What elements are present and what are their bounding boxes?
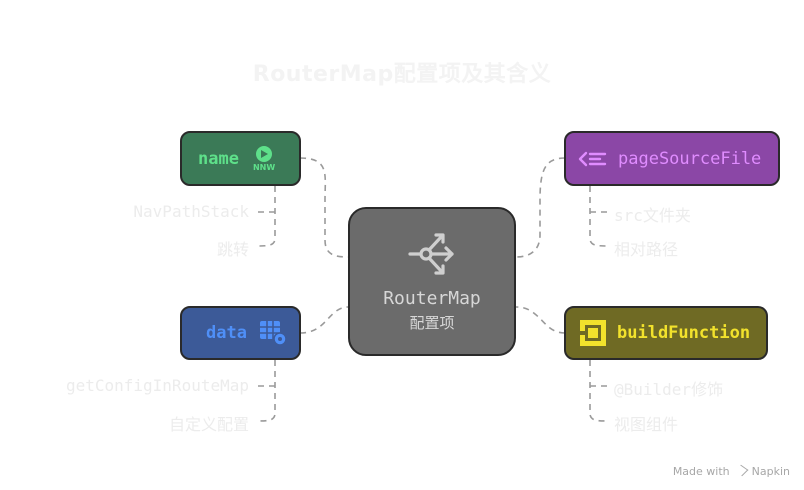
connector-build [515,306,566,334]
buildfunction-node-label: buildFunction [617,323,751,343]
name-node-label: name [198,148,239,169]
center-node: RouterMap 配置项 [348,207,516,356]
data-node: data [180,306,301,360]
code-arrow-icon [578,150,608,168]
nnw-badge-icon: NNW [253,145,275,172]
pagesourcefile-item-1: src文件夹 [614,206,691,225]
buildfunction-item-2: 视图组件 [614,415,679,434]
napkin-logo-icon [734,464,749,477]
name-item-1: NavPathStack [133,202,249,221]
share-routing-icon [406,230,458,282]
pagesourcefile-item-2: 相对路径 [614,240,679,259]
nnw-badge-text: NNW [252,163,276,172]
data-item-1: getConfigInRouteMap [65,376,249,395]
branch-data-2 [257,360,276,422]
connector-data [299,306,349,334]
pagesourcefile-node: pageSourceFile [564,131,780,186]
table-settings-icon [259,320,287,346]
pagesourcefile-node-label: pageSourceFile [618,148,762,169]
branch-build-2 [589,360,608,422]
branch-page-2 [589,186,608,247]
data-item-2: 自定义配置 [168,415,249,434]
data-node-label: data [206,323,247,343]
napkin-watermark: Made with Napkin [672,464,790,478]
center-subtitle: 配置项 [409,314,455,332]
branch-name-2 [257,186,276,247]
builder-square-icon [579,319,607,347]
napkin-brand-text: Napkin [751,465,790,478]
buildfunction-item-1: @Builder修饰 [614,380,724,399]
diagram-title: RouterMap配置项及其含义 [252,62,552,87]
connector-pagesource [515,157,566,258]
connector-name [299,157,349,258]
center-title: RouterMap [383,288,481,309]
name-item-2: 跳转 [216,240,249,259]
buildfunction-node: buildFunction [564,306,768,360]
made-with-text: Made with [672,465,730,478]
name-node: name NNW [180,131,301,186]
